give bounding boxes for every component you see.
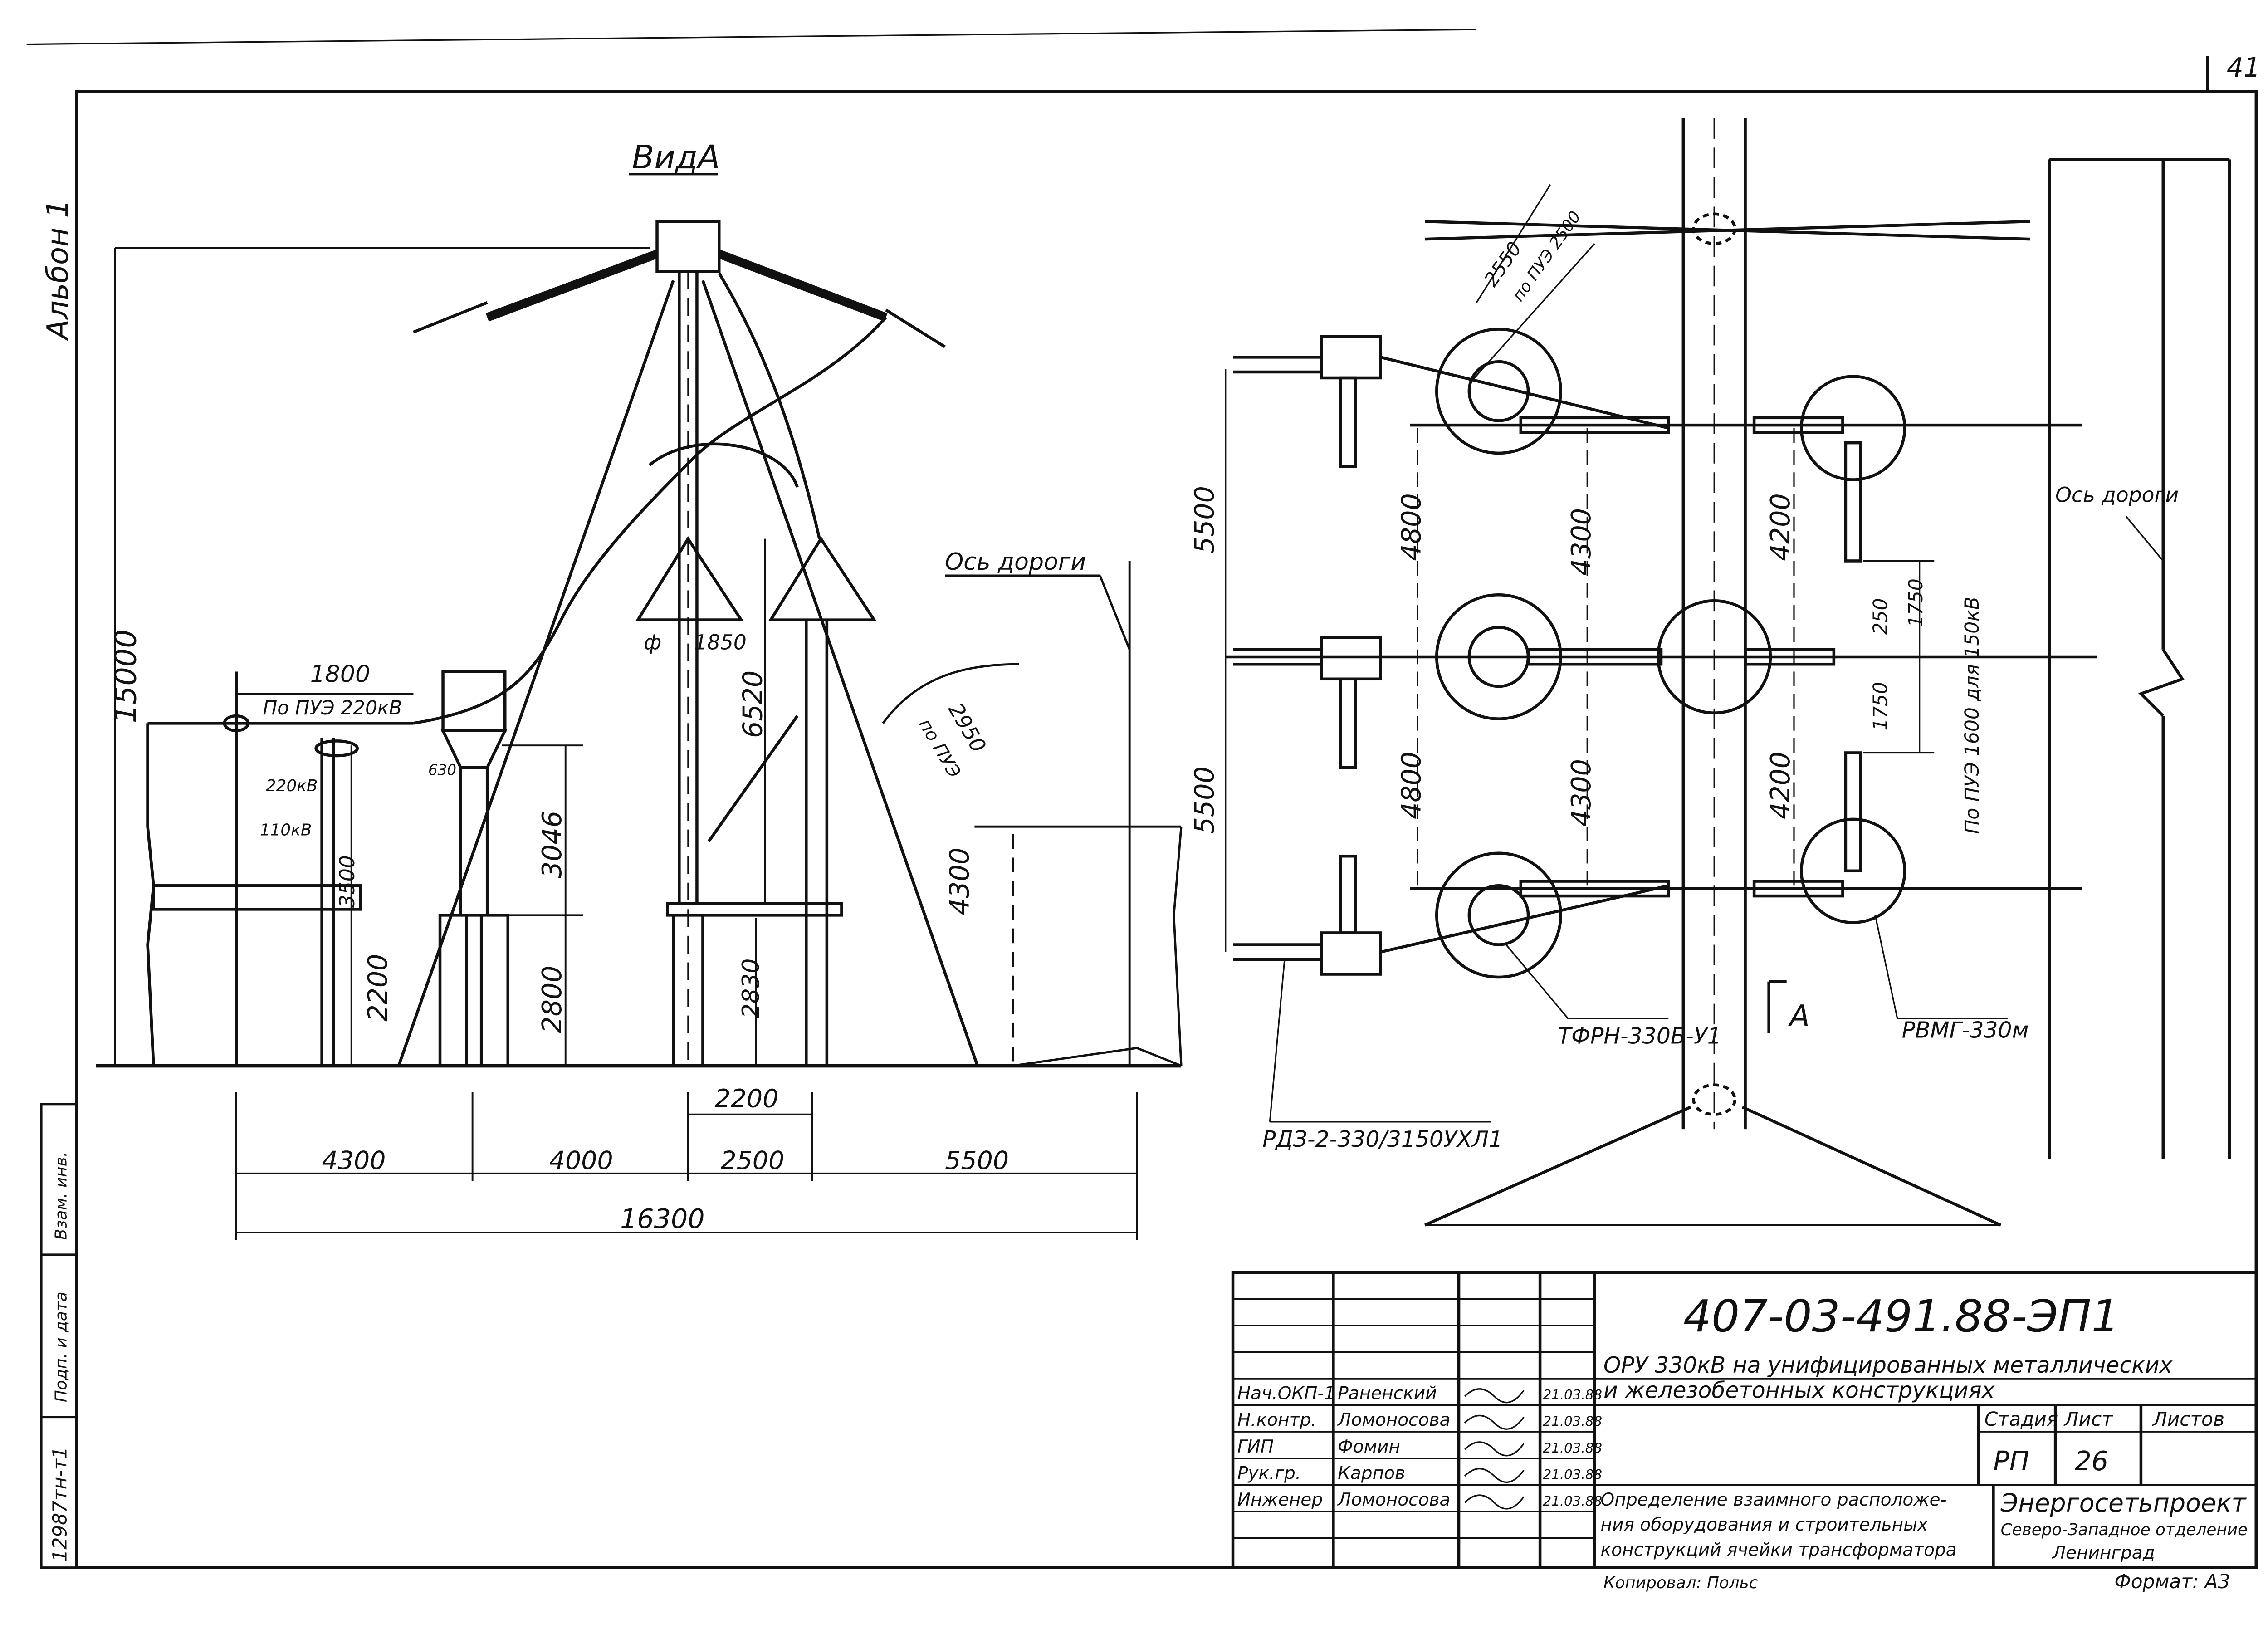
signer-date: 21.03.88 <box>1543 1440 1602 1456</box>
signer-date: 21.03.88 <box>1543 1414 1602 1429</box>
dim-5500-top: 5500 <box>1189 486 1220 553</box>
dim-4000-base: 4000 <box>549 1146 613 1175</box>
drawing-title-line3: конструкций ячейки трансформатора <box>1601 1540 1957 1561</box>
dim-3046: 3046 <box>537 811 567 878</box>
dim-15000: 15000 <box>109 629 143 723</box>
dim-4200-top: 4200 <box>1765 493 1796 561</box>
dim-250: 250 <box>1869 598 1892 635</box>
signer-name: Ломоносова <box>1337 1410 1450 1430</box>
label-tfrn: ТФРН-330Б-У1 <box>1558 1023 1721 1049</box>
dim-1850: 1850 <box>694 631 747 655</box>
view-arrow-a: А <box>1788 999 1810 1033</box>
stage-value: РП <box>1993 1446 2029 1477</box>
signer-row: Рук.гр. Карпов 21.03.88 <box>1237 1463 1602 1483</box>
dim-16300-total: 16300 <box>620 1203 704 1234</box>
signer-role: Нач.ОКП-1 <box>1237 1384 1335 1404</box>
dim-1800: 1800 <box>310 660 371 688</box>
main-tower <box>397 220 979 1067</box>
dim-4800-top: 4800 <box>1396 493 1427 561</box>
sheet-format: Формат: А3 <box>2114 1570 2230 1593</box>
dim-2830: 2830 <box>738 959 765 1018</box>
dim-6520: 6520 <box>738 670 768 738</box>
sheet-header: Лист <box>2063 1408 2114 1430</box>
left-portal <box>146 671 414 1066</box>
dim-4800-bottom: 4800 <box>1396 752 1427 819</box>
breaker-column <box>438 670 510 1067</box>
road-axis-label-right: Ось дороги <box>2055 483 2179 507</box>
stamp-field-a: Подп. и дата <box>52 1292 70 1402</box>
dim-3500: 3500 <box>335 855 359 908</box>
plan-view <box>1225 118 2231 1227</box>
dim-2500-base: 2500 <box>721 1146 785 1175</box>
org-city: Ленинград <box>2052 1543 2155 1563</box>
signer-date: 21.03.88 <box>1543 1493 1602 1509</box>
label-rdz: РДЗ-2-330/3150УХЛ1 <box>1262 1126 1503 1152</box>
sheet-value: 26 <box>2074 1446 2108 1477</box>
org-branch: Северо-Западное отделение <box>2001 1521 2248 1539</box>
project-title-line2: и железобетонных конструкциях <box>1603 1377 1995 1403</box>
label-rvmg: РВМГ-330м <box>1902 1017 2029 1043</box>
org-name: Энергосетьпроект <box>2000 1489 2247 1518</box>
stage-header: Стадия <box>1984 1408 2058 1430</box>
road-axis-label-left: Ось дороги <box>945 548 1086 576</box>
dim-1750-bottom: 1750 <box>1869 682 1892 731</box>
signer-name: Раненский <box>1338 1384 1437 1404</box>
signer-row: Н.контр. Ломоносова 21.03.88 <box>1237 1410 1602 1430</box>
album-label: Альбон 1 <box>41 199 75 341</box>
note-pue-150kv: По ПУЭ 1600 для 150кВ <box>1961 597 1983 834</box>
signature-mark <box>1464 1414 1525 1430</box>
signature-mark <box>1464 1494 1525 1510</box>
signature-mark <box>1464 1441 1525 1457</box>
dim-4200-bottom: 4200 <box>1765 752 1796 819</box>
drawing-title-line1: Определение взаимного расположе- <box>1601 1490 1947 1510</box>
section-dim-lines <box>114 247 1138 1240</box>
dim-4300-bottom: 4300 <box>1566 759 1597 827</box>
drawing-title-line2: ния оборудования и строительных <box>1601 1515 1928 1535</box>
signer-role: Рук.гр. <box>1237 1463 1301 1483</box>
dim-2200-base: 2200 <box>714 1084 778 1113</box>
signer-role: ГИП <box>1237 1437 1274 1457</box>
dim-phi: ф <box>644 631 661 655</box>
dim-4300-top: 4300 <box>1566 508 1597 576</box>
copied-by: Копировал: Польс <box>1603 1574 1758 1592</box>
dim-5500-bottom: 5500 <box>1189 766 1220 834</box>
signer-date: 21.03.88 <box>1543 1387 1602 1403</box>
dim-2800: 2800 <box>537 966 567 1033</box>
signature-mark <box>1464 1388 1525 1404</box>
signer-name: Карпов <box>1338 1463 1405 1483</box>
tower-equipment <box>635 536 877 1066</box>
project-title-line1: ОРУ 330кВ на унифицированных металлическ… <box>1603 1352 2173 1378</box>
note-pue-220: По ПУЭ 220кВ <box>263 697 402 719</box>
sheet-number: 41 <box>2227 52 2261 83</box>
dim-4300-base: 4300 <box>322 1146 386 1175</box>
dim-5500-base: 5500 <box>945 1146 1009 1175</box>
signer-name: Фомин <box>1338 1437 1400 1457</box>
dim-2200-left: 2200 <box>362 954 393 1022</box>
sheets-header: Листов <box>2152 1408 2224 1430</box>
road-axis-section <box>882 561 1183 1067</box>
signer-row: Инженер Ломоносова 21.03.88 <box>1237 1490 1602 1510</box>
dim-630: 630 <box>428 761 456 778</box>
label-220kv: 220кВ <box>266 777 318 795</box>
side-stamp <box>40 1103 78 1569</box>
view-title: ВидА <box>632 138 720 176</box>
label-110kv: 110кВ <box>260 821 312 840</box>
dim-4300-vertical: 4300 <box>944 847 975 915</box>
signer-date: 21.03.88 <box>1543 1467 1602 1482</box>
signer-row: ГИП Фомин 21.03.88 <box>1237 1437 1602 1457</box>
drawing-code: 407-03-491.88-ЭП1 <box>1683 1291 2120 1342</box>
sheet-frame <box>26 29 2258 1569</box>
signer-row: Нач.ОКП-1 Раненский 21.03.88 <box>1237 1384 1602 1404</box>
inventory-number: 12987тн-т1 <box>49 1447 71 1562</box>
signature-mark <box>1464 1468 1525 1483</box>
signer-role: Н.контр. <box>1237 1410 1317 1430</box>
signer-name: Ломоносова <box>1337 1490 1450 1510</box>
stamp-field-b: Взам. инв. <box>52 1152 70 1240</box>
signer-role: Инженер <box>1237 1490 1323 1510</box>
title-block-grid <box>1231 1271 2258 1569</box>
dim-1750-top: 1750 <box>1905 578 1927 627</box>
